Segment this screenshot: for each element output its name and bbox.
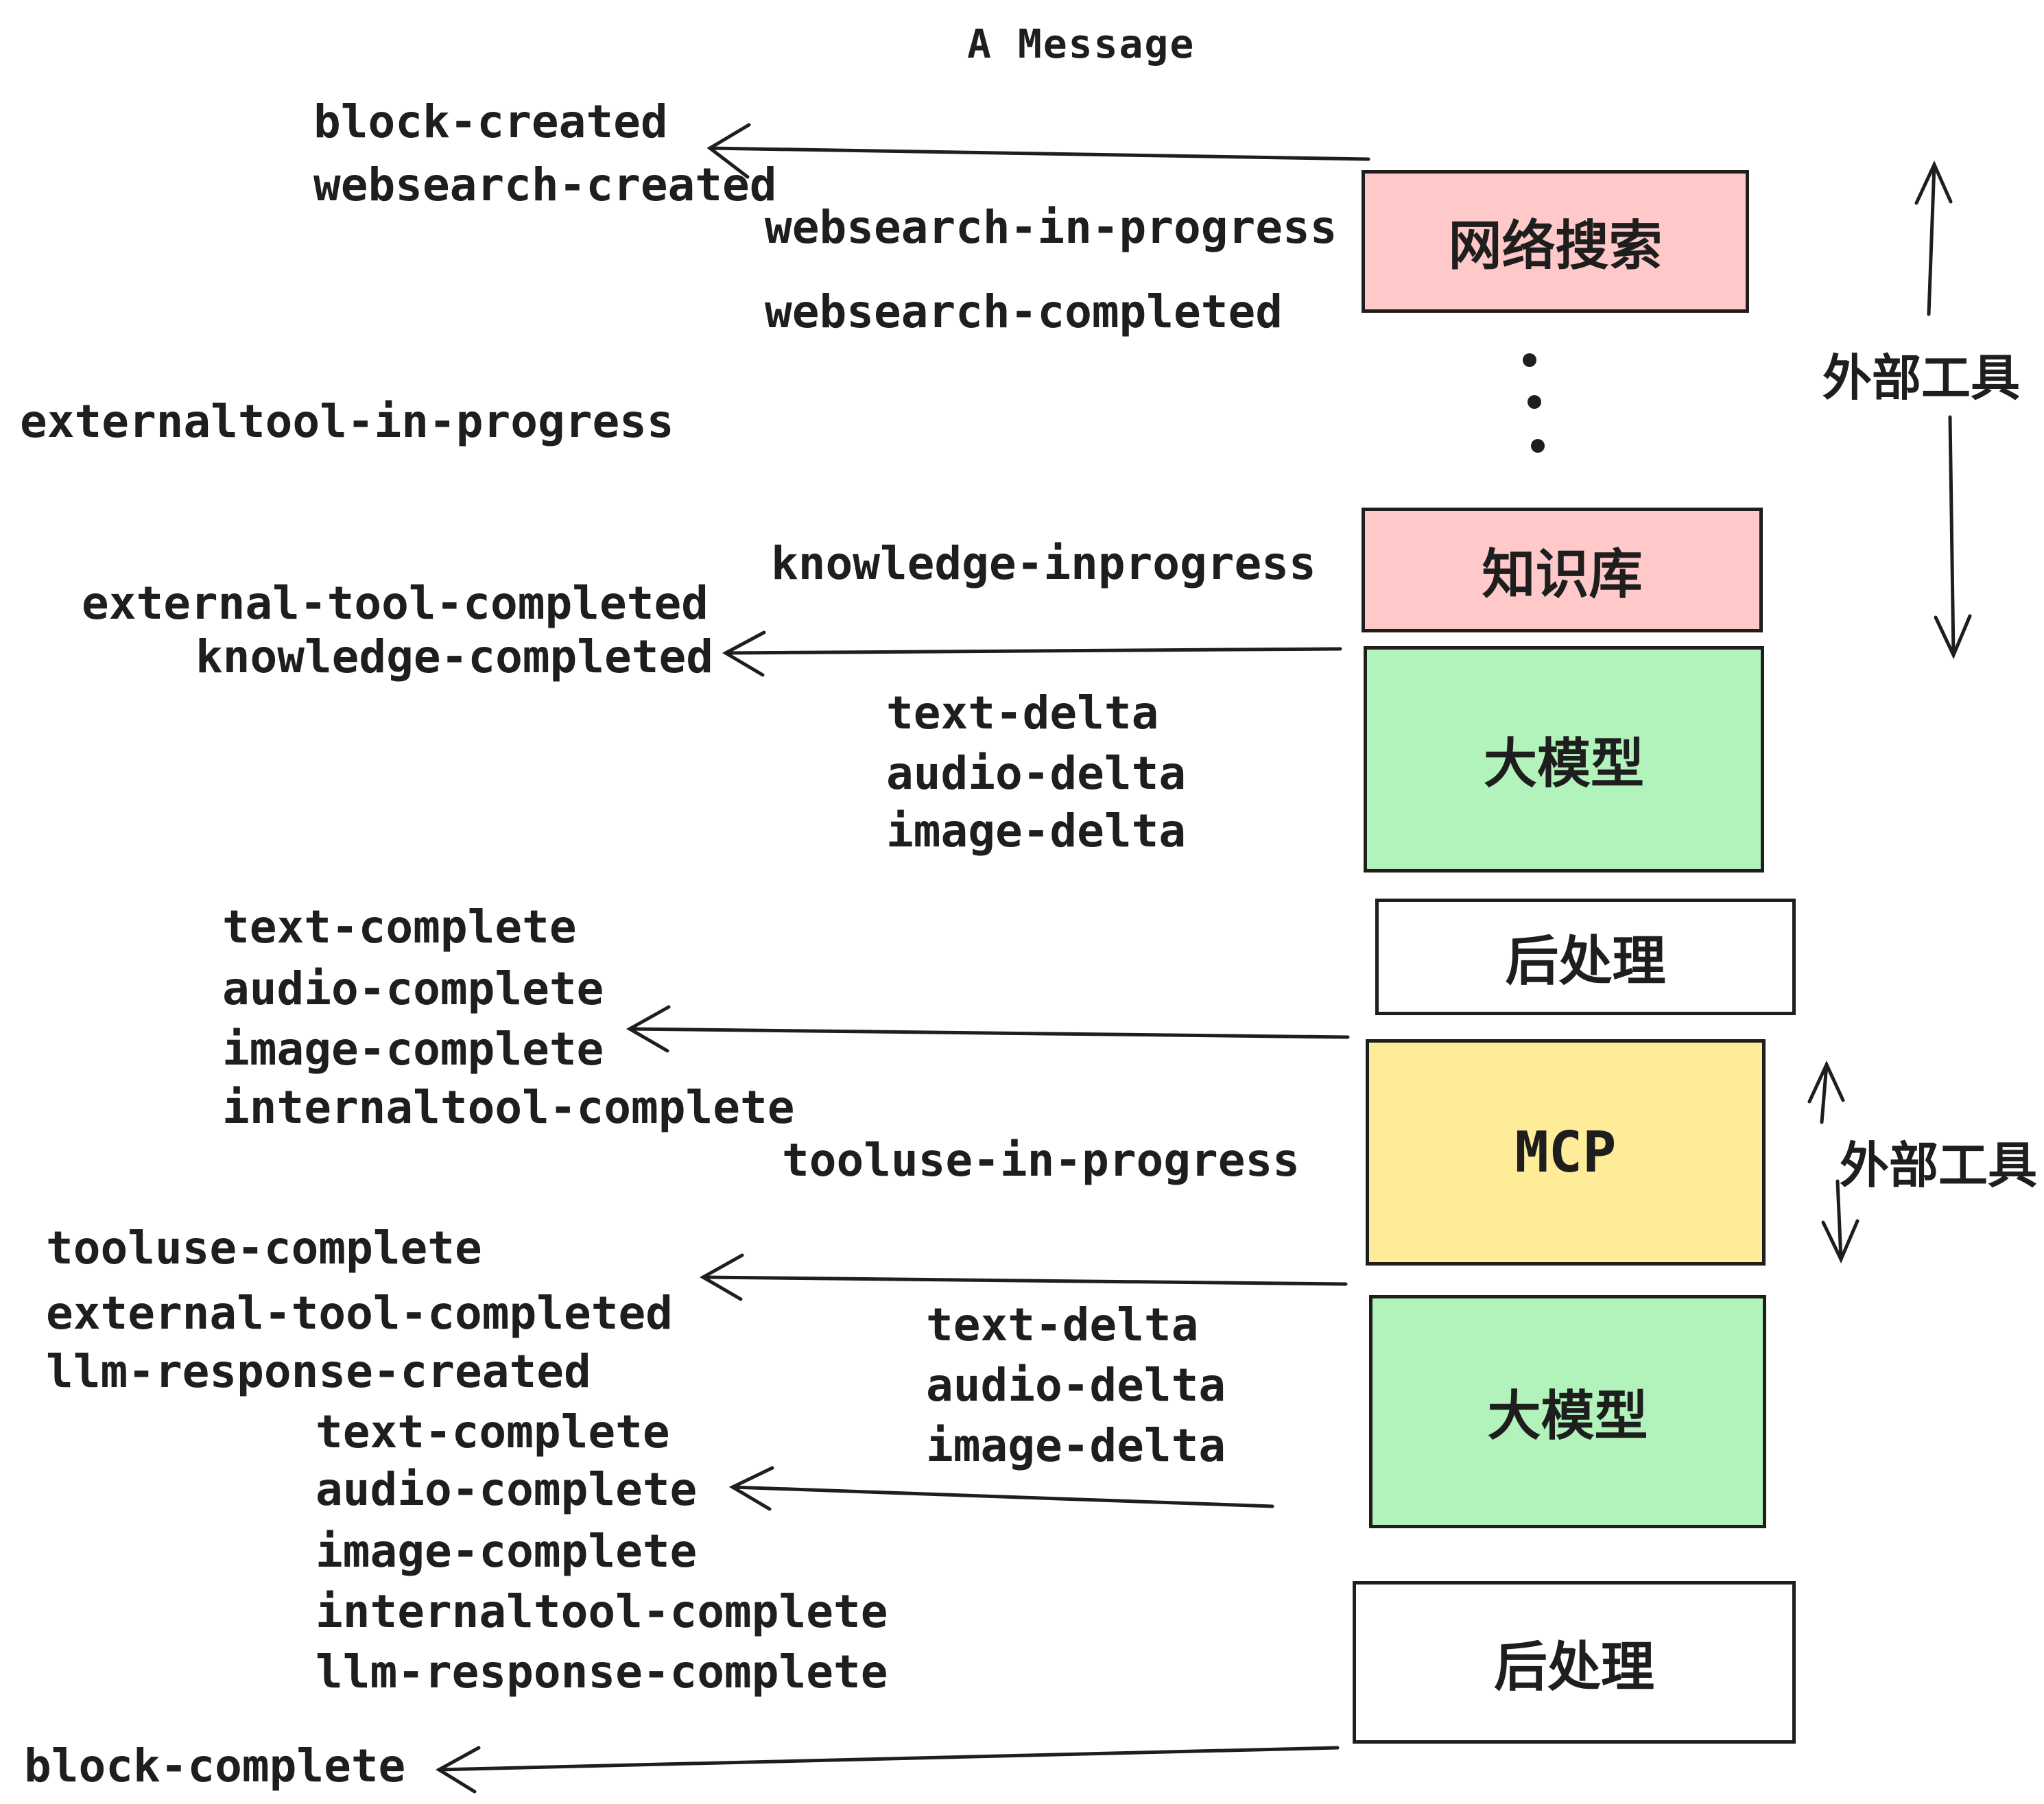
arrow-to-knowledge-completed (722, 630, 1342, 677)
node-mcp: MCP (1366, 1039, 1766, 1266)
node-postprocess-2-label: 后处理 (1493, 1636, 1654, 1698)
event-knowledge-inprogress: knowledge-inprogress (771, 537, 1316, 590)
event-knowledge-completed: knowledge-completed (195, 630, 713, 683)
event-externaltool-in-progress: externaltool-in-progress (20, 395, 674, 448)
node-mcp-label: MCP (1514, 1119, 1617, 1185)
event-websearch-created: websearch-created (313, 158, 777, 211)
event-audio-delta-1: audio-delta (886, 747, 1187, 800)
event-internaltool-complete-2: internaltool-complete (316, 1585, 888, 1638)
event-websearch-in-progress: websearch-in-progress (765, 201, 1338, 254)
event-audio-delta-2: audio-delta (926, 1359, 1226, 1412)
node-postprocess-1: 后处理 (1375, 899, 1796, 1015)
vertical-ellipsis-icon (1523, 353, 1545, 453)
node-llm-2: 大模型 (1369, 1295, 1766, 1528)
node-llm-1: 大模型 (1364, 646, 1764, 873)
external-tools-down-arrow-2 (1821, 1179, 1859, 1264)
event-llm-response-created: llm-response-created (46, 1345, 591, 1398)
node-postprocess-1-label: 后处理 (1505, 931, 1666, 993)
event-image-delta-2: image-delta (926, 1419, 1226, 1472)
node-llm-1-label: 大模型 (1483, 733, 1644, 795)
event-websearch-completed: websearch-completed (765, 285, 1283, 338)
arrow-to-block-complete (436, 1746, 1340, 1794)
node-knowledge-base: 知识库 (1362, 508, 1763, 632)
external-tools-annotation-2: 外部工具 (1840, 1137, 2038, 1194)
event-image-complete-1: image-complete (222, 1023, 604, 1076)
event-llm-response-complete: llm-response-complete (316, 1646, 888, 1698)
event-text-delta-1: text-delta (886, 687, 1159, 739)
event-tooluse-complete: tooluse-complete (46, 1222, 482, 1274)
event-block-complete: block-complete (24, 1740, 406, 1792)
event-text-complete-1: text-complete (222, 901, 577, 953)
arrow-to-image-complete (626, 1005, 1350, 1053)
external-tools-up-arrow-2 (1807, 1060, 1845, 1124)
event-internaltool-complete-1: internaltool-complete (222, 1081, 795, 1134)
diagram-title: A Message (967, 21, 1196, 67)
arrow-to-tooluse-complete (699, 1253, 1348, 1301)
external-tools-down-arrow-1 (1934, 415, 1972, 660)
event-audio-complete-1: audio-complete (222, 962, 604, 1015)
event-text-delta-2: text-delta (926, 1298, 1199, 1351)
event-text-complete-2: text-complete (316, 1405, 670, 1458)
external-tools-up-arrow-1 (1914, 160, 1953, 316)
node-knowledge-base-label: 知识库 (1482, 544, 1643, 606)
node-websearch: 网络搜索 (1362, 170, 1749, 313)
event-image-complete-2: image-complete (316, 1525, 698, 1578)
arrow-to-audio-complete (728, 1466, 1274, 1511)
node-llm-2-label: 大模型 (1487, 1386, 1648, 1447)
event-image-delta-1: image-delta (886, 805, 1187, 857)
event-tooluse-in-progress: tooluse-in-progress (782, 1134, 1300, 1187)
event-audio-complete-2: audio-complete (316, 1463, 698, 1516)
external-tools-annotation-1: 外部工具 (1822, 349, 2021, 407)
node-websearch-label: 网络搜索 (1448, 215, 1663, 277)
node-postprocess-2: 后处理 (1353, 1581, 1796, 1744)
event-external-tool-completed-1: external-tool-completed (82, 577, 709, 630)
arrow-to-block-created (706, 123, 1370, 179)
event-external-tool-completed-2: external-tool-completed (46, 1287, 673, 1340)
event-block-created: block-created (313, 95, 668, 148)
